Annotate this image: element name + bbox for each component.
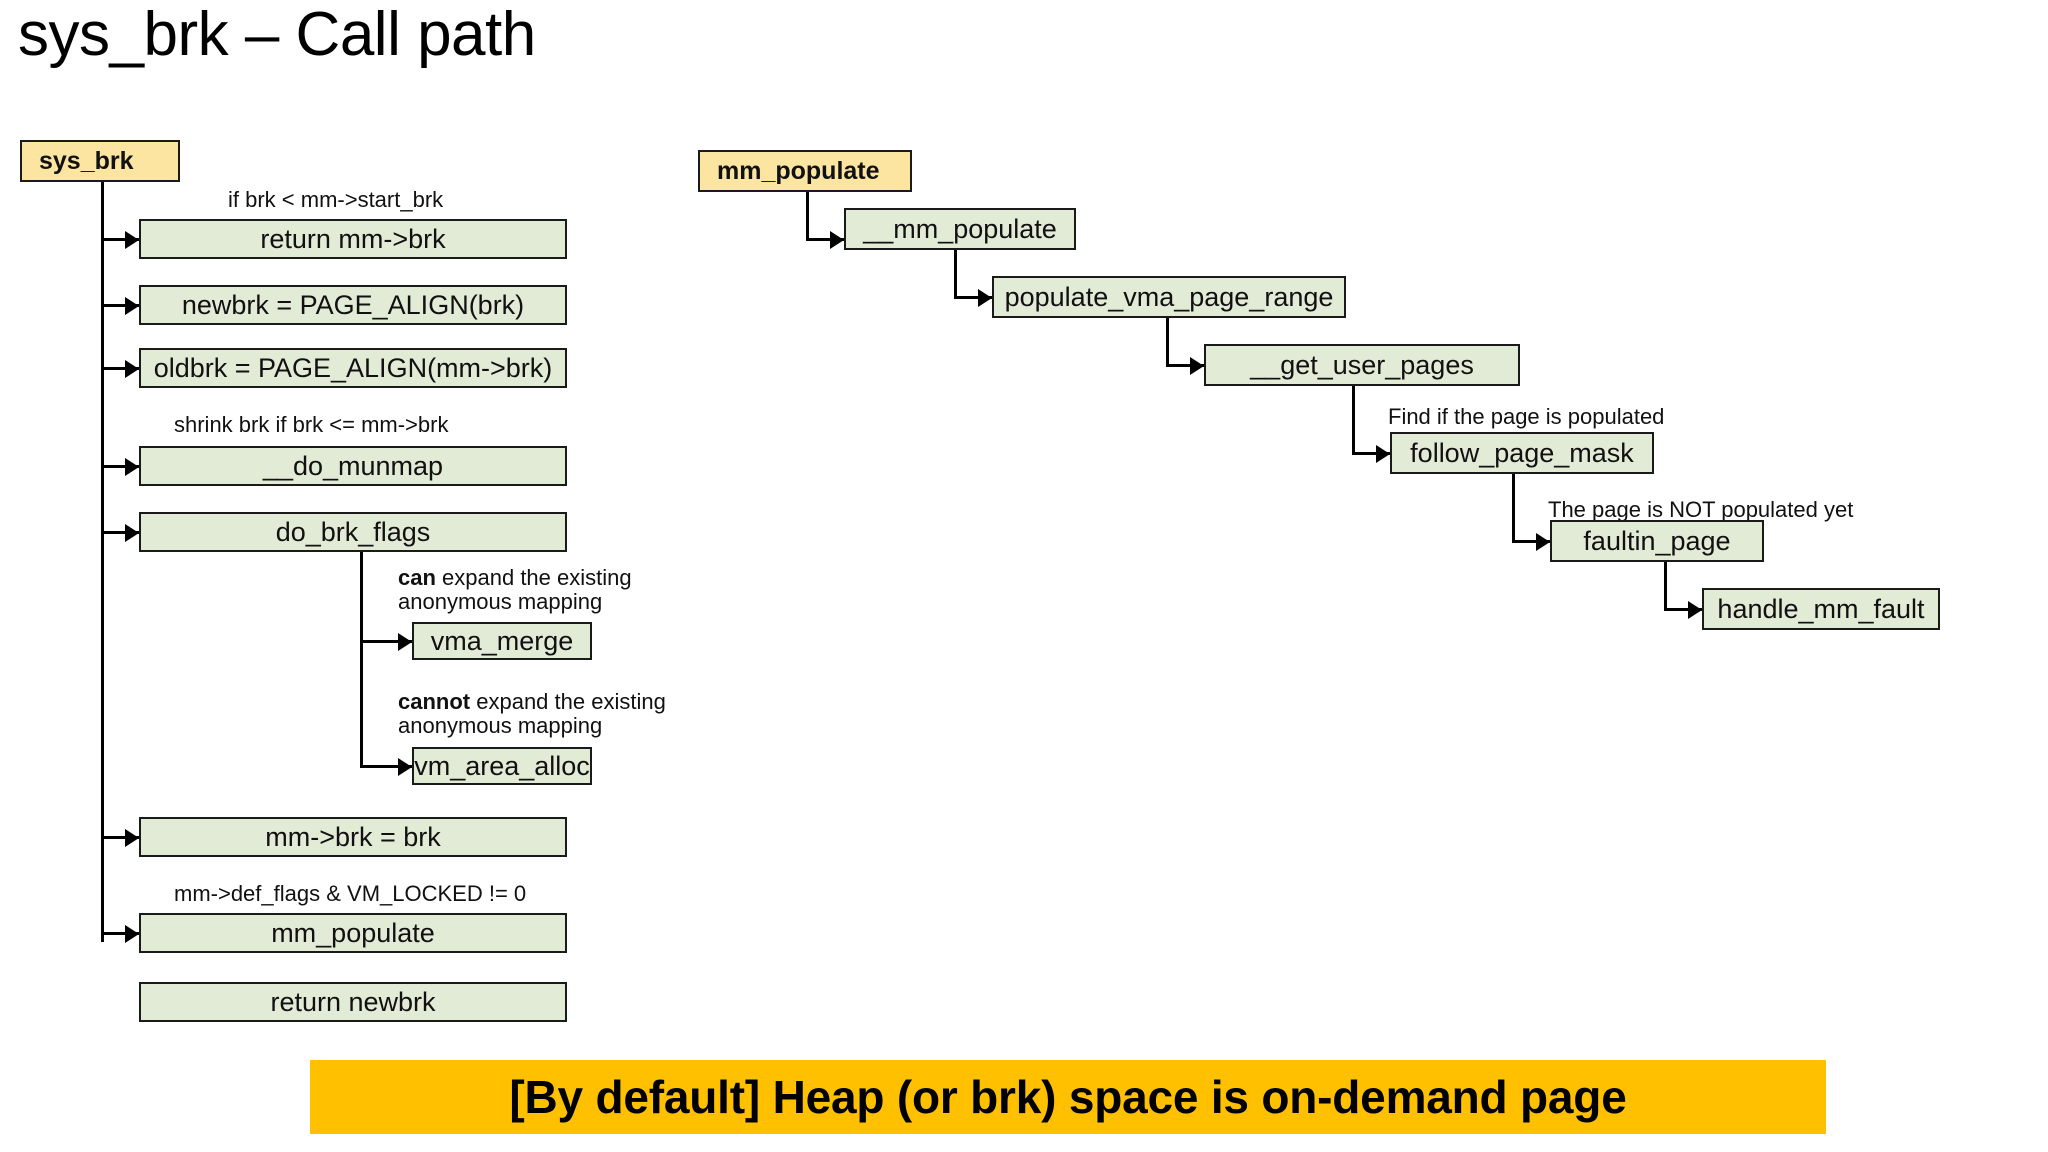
connector-h-5	[101, 531, 139, 534]
node-oldbrk-page-align[interactable]: oldbrk = PAGE_ALIGN(mm->brk)	[139, 348, 567, 388]
node-vma-merge[interactable]: vma_merge	[412, 622, 592, 660]
connector-h-r3	[1166, 364, 1204, 367]
connector-h-r2	[954, 296, 992, 299]
arrowhead-vm-area-alloc	[398, 758, 412, 776]
node-mm-populate-inner[interactable]: __mm_populate	[844, 208, 1076, 250]
connector-h-vm-area-alloc	[360, 765, 412, 768]
annotation-cannot-expand: cannot expand the existing anonymous map…	[398, 690, 666, 737]
node-sys-brk[interactable]: sys_brk	[20, 140, 180, 182]
annotation-shrink-brk: shrink brk if brk <= mm->brk	[174, 412, 449, 437]
connector-v-r1	[806, 192, 809, 240]
connector-h-4	[101, 465, 139, 468]
connector-h-vma-merge	[360, 640, 412, 643]
connector-v-r3	[1166, 318, 1169, 366]
arrowhead-r5	[1536, 533, 1550, 551]
connector-h-r4	[1352, 452, 1390, 455]
annotation-can-keyword: can	[398, 565, 436, 590]
annotation-can-line2: anonymous mapping	[398, 588, 603, 614]
connector-h-r5	[1512, 540, 1550, 543]
annotation-can-rest: expand the existing	[435, 565, 632, 590]
node-return-newbrk[interactable]: return newbrk	[139, 982, 567, 1022]
arrowhead-6	[125, 829, 139, 847]
connector-h-2	[101, 304, 139, 307]
connector-h-3	[101, 367, 139, 370]
arrowhead-r2	[978, 289, 992, 307]
node-handle-mm-fault[interactable]: handle_mm_fault	[1702, 588, 1940, 630]
connector-h-r1	[806, 238, 844, 241]
node-mm-brk-assign[interactable]: mm->brk = brk	[139, 817, 567, 857]
node-do-munmap[interactable]: __do_munmap	[139, 446, 567, 486]
connector-h-r6	[1664, 608, 1702, 611]
node-do-brk-flags[interactable]: do_brk_flags	[139, 512, 567, 552]
node-mm-populate-entry[interactable]: mm_populate	[698, 150, 912, 192]
arrowhead-vma-merge	[398, 633, 412, 651]
arrowhead-4	[125, 458, 139, 476]
annotation-not-populated: The page is NOT populated yet	[1548, 497, 1854, 522]
node-follow-page-mask[interactable]: follow_page_mask	[1390, 432, 1654, 474]
node-mm-populate-left[interactable]: mm_populate	[139, 913, 567, 953]
node-newbrk-page-align[interactable]: newbrk = PAGE_ALIGN(brk)	[139, 285, 567, 325]
connector-v-r6	[1664, 562, 1667, 610]
arrowhead-1	[125, 231, 139, 249]
node-return-mm-brk[interactable]: return mm->brk	[139, 219, 567, 259]
node-populate-vma-page-range[interactable]: populate_vma_page_range	[992, 276, 1346, 318]
annotation-cannot-keyword: cannot	[398, 689, 471, 714]
annotation-vm-locked: mm->def_flags & VM_LOCKED != 0	[174, 881, 527, 906]
annotation-cannot-rest: expand the existing	[470, 689, 666, 714]
arrowhead-r4	[1376, 445, 1390, 463]
connector-h-7	[101, 932, 139, 935]
connector-v-r5	[1512, 474, 1515, 542]
spine-left	[101, 182, 104, 942]
connector-h-6	[101, 836, 139, 839]
spine-do-brk-flags	[360, 552, 363, 767]
arrowhead-r1	[830, 231, 844, 249]
node-get-user-pages[interactable]: __get_user_pages	[1204, 344, 1520, 386]
arrowhead-3	[125, 360, 139, 378]
arrowhead-r6	[1688, 601, 1702, 619]
arrowhead-7	[125, 925, 139, 943]
connector-v-r4	[1352, 386, 1355, 454]
arrowhead-2	[125, 297, 139, 315]
connector-v-r2	[954, 250, 957, 298]
annotation-can-expand: can expand the existing anonymous mappin…	[398, 566, 632, 613]
node-faultin-page[interactable]: faultin_page	[1550, 520, 1764, 562]
arrowhead-r3	[1190, 357, 1204, 375]
node-vm-area-alloc[interactable]: vm_area_alloc	[412, 747, 592, 785]
annotation-find-populated: Find if the page is populated	[1388, 404, 1665, 429]
connector-h-1	[101, 238, 139, 241]
annotation-if-brk-lt-start: if brk < mm->start_brk	[228, 187, 444, 212]
arrowhead-5	[125, 524, 139, 542]
annotation-cannot-line2: anonymous mapping	[398, 712, 603, 738]
page-title: sys_brk – Call path	[18, 0, 536, 69]
bottom-banner: [By default] Heap (or brk) space is on-d…	[310, 1060, 1826, 1134]
